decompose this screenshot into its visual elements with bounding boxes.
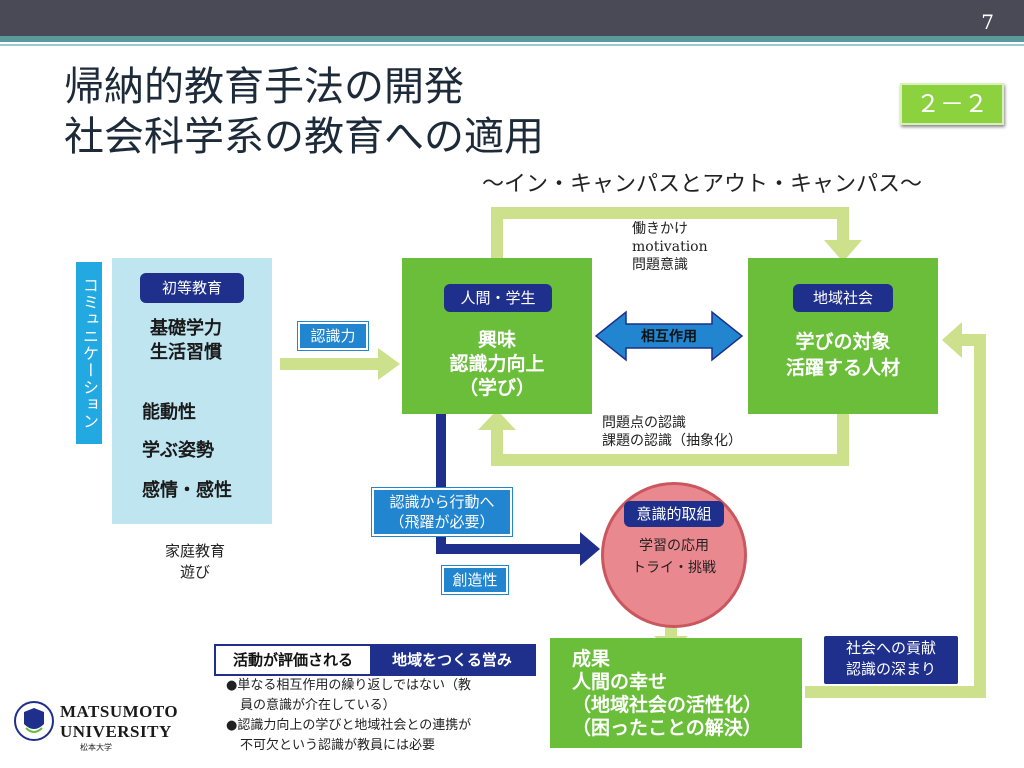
- results-box: 成果 人間の幸せ （地域社会の活性化） （困ったことの解決）: [550, 638, 802, 748]
- top-note: 働きかけ motivation 問題意識: [632, 220, 708, 274]
- evaluation-header: 活動が評価される 地域をつくる営み: [214, 644, 536, 676]
- results-text: 成果 人間の幸せ （地域社会の活性化） （困ったことの解決）: [572, 648, 762, 740]
- contribution-label: 社会への貢献 認識の深まり: [824, 636, 958, 684]
- home-line-1: 家庭教育: [164, 542, 225, 560]
- conscious-application: 学習の応用: [639, 538, 709, 554]
- logo-line-2: UNIVERSITY: [60, 722, 172, 741]
- university-seal-icon: [14, 698, 54, 744]
- logo-line-3: 松本大学: [80, 743, 112, 752]
- title-line-1: 帰納的教育手法の開発: [64, 64, 464, 110]
- bullet-1b: 員の意識が介在している）: [240, 698, 396, 713]
- action-arrow: [436, 414, 585, 554]
- header-accent-line: [0, 36, 1024, 42]
- section-badge: ２－２: [900, 83, 1004, 125]
- elementary-tag: 初等教育: [140, 273, 244, 303]
- contribution-line-2: 認識の深まり: [845, 660, 936, 678]
- results-line-4: （困ったことの解決）: [572, 717, 762, 739]
- header-bar: [0, 0, 1024, 36]
- top-note-line-2: motivation: [632, 239, 708, 255]
- right-loop-arrow: [805, 334, 986, 698]
- top-loop-arrowhead: [824, 240, 862, 262]
- action-arrowhead: [580, 532, 600, 566]
- title-line-2: 社会科学系の教育への適用: [64, 114, 544, 160]
- logo-line-1: MATSUMOTO: [60, 702, 179, 721]
- human-student-box: 人間・学生 興味 認識力向上 （学び）: [402, 258, 592, 414]
- action-label: 認識から行動へ （飛躍が必要）: [372, 488, 512, 536]
- interaction-label: 相互作用: [641, 329, 697, 345]
- right-loop-arrowhead: [942, 322, 962, 358]
- middle-note-line-1: 問題点の認識: [602, 415, 686, 431]
- top-note-line-3: 問題意識: [632, 257, 688, 273]
- home-education: 家庭教育 遊び: [140, 540, 250, 582]
- conscious-tag: 意識的取組: [624, 501, 724, 527]
- bullet-2a: ●認識力向上の学びと地域社会との連携が: [226, 718, 472, 733]
- human-tag: 人間・学生: [444, 284, 552, 312]
- university-logo: MATSUMOTO UNIVERSITY 松本大学: [60, 702, 178, 753]
- conscious-effort-circle: 意識的取組 学習の応用 トライ・挑戦: [601, 482, 747, 628]
- page-number: 7: [981, 10, 994, 34]
- slide-subtitle: ～イン・キャンパスとアウト・キャンパス～: [482, 172, 923, 197]
- header-accent-line-thin: [0, 44, 1024, 46]
- top-loop-arrow: [491, 207, 849, 258]
- recognition-label: 認識力: [298, 322, 368, 350]
- community-active-talent: 活躍する人材: [785, 357, 900, 379]
- contribution-line-1: 社会への貢献: [845, 639, 936, 657]
- trait-learning-attitude: 学ぶ姿勢: [142, 440, 214, 461]
- top-note-line-1: 働きかけ: [632, 221, 688, 237]
- results-line-3: （地域社会の活性化）: [572, 694, 763, 716]
- results-line-1: 成果: [572, 648, 611, 670]
- bottom-loop-arrowhead: [478, 410, 516, 430]
- recognition-arrowhead: [378, 348, 400, 380]
- life-habits: 生活習慣: [150, 342, 222, 363]
- results-line-2: 人間の幸せ: [572, 671, 668, 693]
- evaluation-left: 活動が評価される: [216, 646, 370, 674]
- evaluation-right: 地域をつくる営み: [370, 646, 534, 674]
- elementary-education-box: 初等教育 基礎学力 生活習慣 能動性 学ぶ姿勢 感情・感性: [112, 258, 272, 524]
- community-learning-target: 学びの対象: [795, 331, 891, 353]
- bottom-loop-arrow: [491, 414, 849, 466]
- trait-activeness: 能動性: [142, 402, 196, 423]
- communication-bar: コミュニケーション: [76, 262, 102, 444]
- creativity-label: 創造性: [442, 566, 508, 594]
- community-tag: 地域社会: [793, 284, 893, 312]
- community-box: 地域社会 学びの対象 活躍する人材: [748, 258, 938, 414]
- middle-note-line-2: 課題の認識（抽象化）: [602, 433, 742, 449]
- trait-emotion: 感情・感性: [142, 480, 232, 501]
- bullet-1a: ●単なる相互作用の繰り返しではない（教: [226, 678, 471, 693]
- action-label-line-1: 認識から行動へ: [389, 493, 495, 511]
- human-interest: 興味: [477, 329, 516, 351]
- slide-title: 帰納的教育手法の開発 社会科学系の教育への適用: [64, 62, 544, 162]
- middle-note: 問題点の認識 課題の認識（抽象化）: [602, 414, 742, 450]
- action-label-line-2: （飛躍が必要）: [389, 513, 495, 531]
- interaction-double-arrow: [594, 310, 744, 362]
- evaluation-notes: ●単なる相互作用の繰り返しではない（教 員の意識が介在している） ●認識力向上の…: [226, 676, 536, 756]
- conscious-challenge: トライ・挑戦: [632, 560, 716, 576]
- human-recognition: 認識力向上: [449, 353, 545, 375]
- bullet-2b: 不可欠という認識が教員には必要: [240, 738, 436, 753]
- basic-skills: 基礎学力: [150, 318, 222, 339]
- human-learning: （学び）: [458, 377, 535, 399]
- home-line-2: 遊び: [179, 563, 210, 581]
